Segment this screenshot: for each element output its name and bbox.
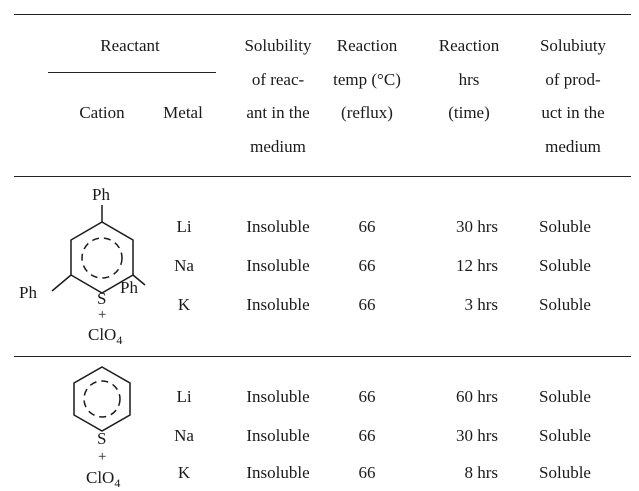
cell-metal: K [177,295,191,314]
cell-metal: Li [176,217,192,236]
struct1-clo4: ClO4 [88,325,122,347]
cell-temp: 66 [358,295,376,314]
cell-solubility: Insoluble [246,217,310,236]
cell-product: Soluble [539,217,591,236]
cell-metal: Li [176,387,192,406]
cell-metal: Na [174,426,194,445]
struct1-sulfur: S [97,289,106,308]
struct2-clo4: ClO4 [86,468,120,490]
header-solubility-reactant-line4: medium [250,137,306,156]
cell-solubility: Insoluble [246,463,310,482]
cell-time: 30 hrs [455,426,498,445]
struct2-sulfur: S [97,429,106,448]
header-reaction-hrs-line2: hrs [458,70,480,89]
header-solubility-product-line3: uct in the [541,103,605,122]
struct1-ph-right: Ph [120,278,138,297]
header-solubility-reactant-line3: ant in the [246,103,310,122]
cell-metal: K [177,463,191,482]
table-header-rule [14,176,631,177]
cell-temp: 66 [358,217,376,236]
header-metal: Metal [163,103,203,122]
cell-time: 60 hrs [455,387,498,406]
cell-temp: 66 [358,463,376,482]
header-reaction-hrs-line1: Reaction [438,36,500,55]
cell-temp: 66 [358,387,376,406]
header-reaction-temp-line1: Reaction [336,36,398,55]
cell-product: Soluble [539,256,591,275]
reactant-spanner-rule [48,72,216,73]
cell-solubility: Insoluble [246,387,310,406]
cell-product: Soluble [539,463,591,482]
header-reactant: Reactant [100,36,160,55]
cell-solubility: Insoluble [246,256,310,275]
cell-time: 3 hrs [464,295,498,314]
cell-temp: 66 [358,256,376,275]
cell-temp: 66 [358,426,376,445]
struct1-ph-left: Ph [19,283,37,302]
cell-time: 30 hrs [455,217,498,236]
cell-time: 8 hrs [464,463,498,482]
cell-product: Soluble [539,387,591,406]
header-solubility-reactant-line1: Solubility [244,36,312,55]
cell-solubility: Insoluble [246,426,310,445]
table-group-divider [14,356,631,357]
cell-product: Soluble [539,426,591,445]
header-solubility-product-line4: medium [545,137,601,156]
header-reaction-temp-line2: temp (°C) [333,70,401,89]
table-top-rule [14,14,631,15]
cell-metal: Na [174,256,194,275]
struct1-plus: + [98,307,106,323]
struct2-plus: + [98,449,106,465]
cell-solubility: Insoluble [246,295,310,314]
struct1-ph-top: Ph [92,185,110,204]
header-solubility-reactant-line2: of reac- [251,70,305,89]
header-reaction-temp-line3: (reflux) [341,103,393,122]
cell-time: 12 hrs [455,256,498,275]
header-solubility-product-line2: of prod- [545,70,601,89]
cell-product: Soluble [539,295,591,314]
header-cation: Cation [79,103,125,122]
header-reaction-hrs-line3: (time) [448,103,490,122]
header-solubility-product-line1: Solubiuty [539,36,607,55]
